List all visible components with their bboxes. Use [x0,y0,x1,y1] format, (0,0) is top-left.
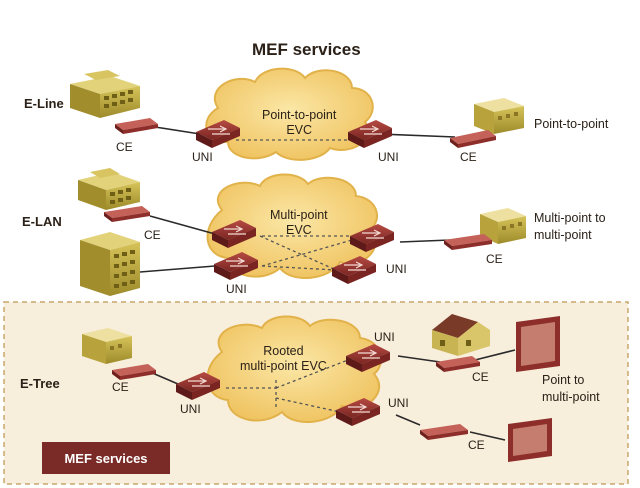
uni-switch [212,220,256,248]
e-tree-label: E-Tree [20,376,60,391]
e-lan-description: Multi-point to multi-point [534,211,606,242]
e-tree-uni-left: UNI [180,402,201,416]
e-line-label: E-Line [24,96,64,111]
diagram-title: MEF services [252,40,361,59]
e-line-uni-left: UNI [192,150,213,164]
e-lan-ce-right: CE [486,252,503,266]
building-icon [82,328,132,364]
building-icon [78,168,140,210]
ce-device [444,234,492,250]
links [139,126,516,441]
ce-device [115,118,158,134]
uni-switch [350,224,394,252]
evc-links [226,139,353,413]
e-tree-cloud [206,315,382,424]
uni-switch [346,344,390,372]
uni-switch [196,120,240,148]
building-icon [480,208,526,244]
e-tree-uni-top: UNI [374,330,395,344]
ce-device [436,356,480,372]
terminal-icon [508,418,552,462]
e-line-cloud [205,67,374,161]
e-tree-description: Point to multi-point [542,373,600,404]
uni-switch [332,256,376,284]
e-line-cloud-label: Point-to-point EVC [262,108,337,137]
e-lan-uni-right: UNI [386,262,407,276]
building-icon [70,70,140,118]
e-lan-label: E-LAN [22,214,62,229]
ce-device [112,364,156,380]
ce-device [104,206,150,222]
e-tree-ce-left: CE [112,380,129,394]
e-tree-cloud-label: Rooted multi-point EVC [240,344,327,373]
e-tree-ce-top: CE [472,370,489,384]
uni-switch [176,372,220,400]
e-tree-ce-bottom: CE [468,438,485,452]
legend-badge: MEF services [42,442,170,474]
e-line-uni-right: UNI [378,150,399,164]
e-line-ce-left: CE [116,140,133,154]
tower-building-icon [80,232,140,296]
building-icon [474,98,524,134]
house-icon [432,314,490,356]
e-tree-uni-bottom: UNI [388,396,409,410]
ce-device [450,130,496,148]
uni-switch [214,252,258,280]
e-lan-uni-bottom: UNI [226,282,247,296]
uni-switch [336,398,380,426]
ce-device [420,424,468,440]
uni-switch [348,120,392,148]
e-lan-cloud-label: Multi-point EVC [270,208,328,237]
e-line-description: Point-to-point [534,117,609,131]
terminal-icon [516,316,560,372]
e-line-ce-right: CE [460,150,477,164]
e-lan-ce-left: CE [144,228,161,242]
